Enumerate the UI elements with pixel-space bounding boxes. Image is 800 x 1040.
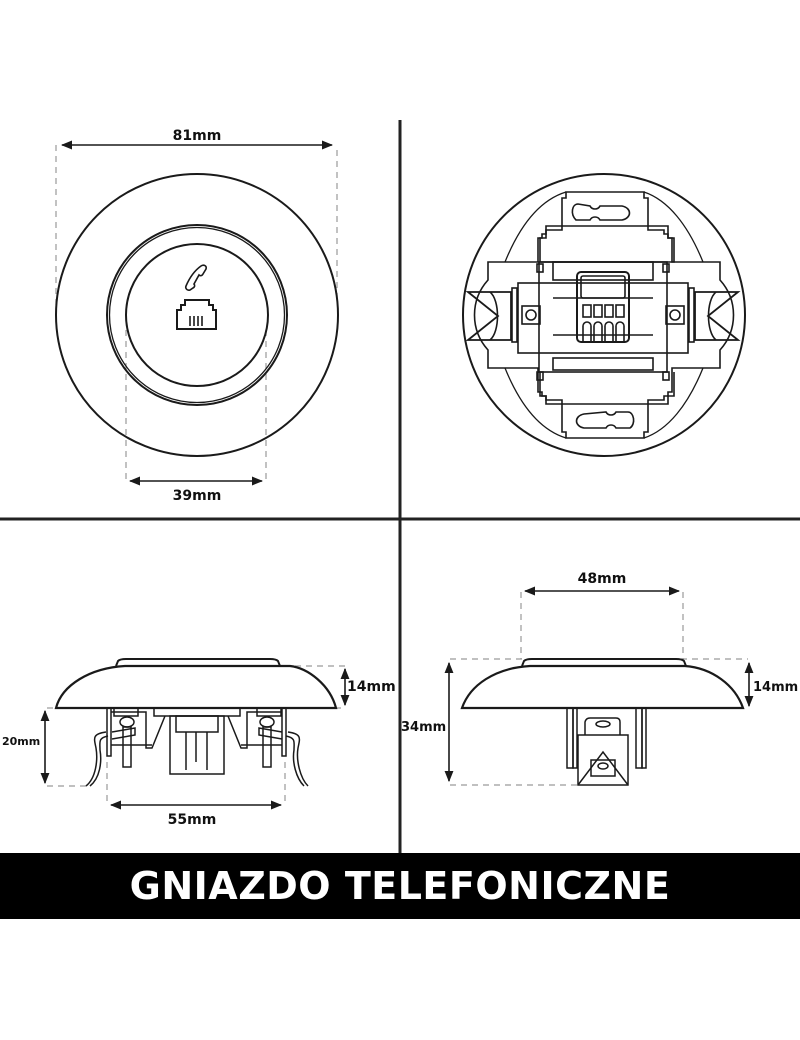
side-view-right xyxy=(444,586,754,786)
dimension-label-55mm: 55mm xyxy=(168,812,217,828)
dimension-label-48mm: 48mm xyxy=(578,571,627,587)
product-title: GNIAZDO TELEFONICZNE xyxy=(129,864,671,908)
title-banner: GNIAZDO TELEFONICZNE xyxy=(0,853,800,919)
rj11-socket-icon xyxy=(176,299,217,330)
dimension-label-20mm: 20mm xyxy=(2,735,40,748)
outer-plate xyxy=(55,173,339,457)
screw-right xyxy=(665,305,685,325)
inner-face xyxy=(125,243,269,387)
dimension-label-14mm-right: 14mm xyxy=(753,680,798,695)
cover-plate-side xyxy=(54,664,338,710)
front-view xyxy=(55,140,339,486)
back-view xyxy=(462,173,746,457)
clamp-left xyxy=(465,291,512,341)
dimension-label-34mm: 34mm xyxy=(401,720,446,735)
back-outer-circle xyxy=(462,173,746,457)
clamp-right xyxy=(694,291,741,341)
panel-dividers xyxy=(0,120,800,853)
terminal-block xyxy=(576,271,630,343)
screw-left xyxy=(521,305,541,325)
dimension-label-14mm-left: 14mm xyxy=(347,679,396,695)
cover-plate-side-right xyxy=(460,664,745,710)
mounting-slot-top xyxy=(571,203,631,221)
middle-ring xyxy=(106,224,288,406)
dimension-label-39mm: 39mm xyxy=(173,488,222,504)
phone-handset-icon xyxy=(184,264,207,291)
side-view-left xyxy=(40,658,350,810)
mounting-slot-bottom xyxy=(575,411,635,429)
dimension-label-81mm: 81mm xyxy=(173,128,222,144)
